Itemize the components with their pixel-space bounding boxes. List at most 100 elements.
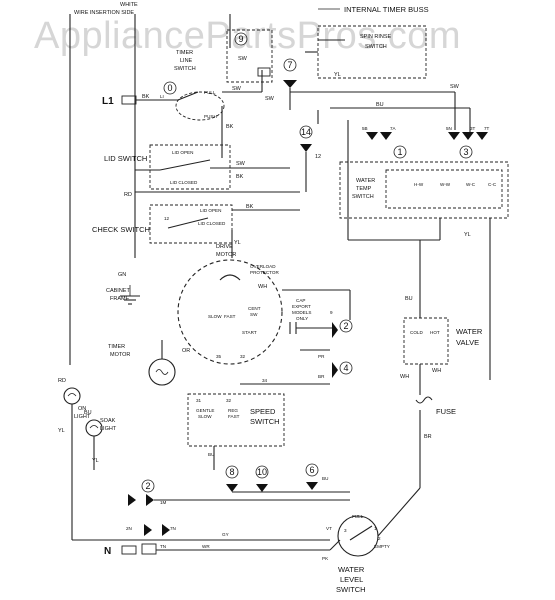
pin-9: 9 — [330, 310, 333, 315]
timer-motor-label-1: TIMER — [108, 344, 125, 350]
overload-protector — [219, 274, 241, 281]
terminal-0-circle — [163, 81, 177, 95]
water-level-label-1: WATER — [338, 565, 365, 574]
timer-line-push: PUSH — [204, 114, 217, 119]
terminal-2b-circle — [141, 479, 155, 493]
wire-bk-lid: BK — [226, 124, 234, 130]
pin-2n: 2N — [126, 526, 132, 531]
wire-rd-on: RD — [58, 378, 66, 384]
overload-label-1: OVERLOAD — [250, 264, 276, 269]
wire-pr: PR — [318, 354, 325, 359]
cabinet-frame-2: FRAME — [110, 296, 130, 302]
wire-bk-lid-r: BK — [236, 174, 244, 180]
wire-yl-on: YL — [58, 428, 65, 434]
terminal-14: 14 — [301, 127, 311, 137]
n-terminal-block — [141, 543, 157, 555]
terminal-8: 8 — [229, 467, 234, 477]
pin-7n: 7N — [170, 526, 176, 531]
wire-bu-soak: BU — [84, 410, 92, 416]
wire-wh-motor: WH — [258, 284, 267, 290]
pin-32: 32 — [240, 354, 246, 359]
terminal-2b-connector-r — [146, 494, 154, 506]
wire-wr: WR — [202, 544, 210, 549]
pin-2n-connector — [144, 524, 152, 536]
spin-rinse-label-2: SWITCH — [365, 44, 387, 50]
pin-7n-connector — [162, 524, 170, 536]
cabinet-frame-1: CABINET — [106, 288, 130, 294]
wire-insertion-side-label: WIRE INSERTION SIDE — [74, 10, 134, 16]
terminal-4-connector — [332, 362, 338, 378]
pin-5n: 5N — [446, 126, 452, 131]
terminal-2-connector — [332, 322, 338, 338]
spin-rinse-label-1: SPIN RINSE — [360, 34, 392, 40]
soak-light-label-1: SOAK — [100, 418, 116, 424]
on-light-label-2: LIGHT — [74, 414, 91, 420]
wt-pos-ww: W-W — [440, 182, 451, 187]
cap-export-1: CAP — [296, 298, 305, 303]
valve-hot: HOT — [430, 330, 440, 335]
on-light-bulb — [63, 387, 81, 405]
terminal-0: 0 — [167, 83, 172, 93]
fuse-symbol — [415, 396, 433, 404]
terminal-7: 7 — [287, 60, 292, 70]
l1-label: L1 — [102, 96, 114, 107]
soak-light-label-2: LIGHT — [100, 426, 117, 432]
winding-fast: FAST — [224, 314, 236, 319]
cent-sw-2: SW — [250, 312, 258, 317]
terminal-14-connector — [300, 144, 312, 152]
speed-slow: SLOW — [198, 414, 212, 419]
wt-pos-wc: W-C — [466, 182, 476, 187]
pin-32b: 32 — [226, 398, 232, 403]
pin-12b: 12 — [164, 216, 170, 221]
water-temp-contacts — [385, 169, 503, 209]
pin-12: 12 — [315, 154, 321, 160]
pin-3t-connector — [462, 132, 474, 140]
water-temp-switch-box — [339, 161, 509, 219]
water-valve-label-1: WATER — [456, 327, 483, 336]
terminal-4: 4 — [343, 363, 348, 373]
timer-motor-label-2: MOTOR — [110, 352, 130, 358]
check-lid-closed: LID CLOSED — [198, 221, 226, 226]
speed-switch-label-1: SPEED — [250, 407, 276, 416]
speed-fast: FAST — [228, 414, 240, 419]
water-valve-label-2: VALVE — [456, 338, 479, 347]
drive-motor-body — [177, 259, 283, 365]
terminal-9-circle — [234, 32, 248, 46]
gn-label: GN — [118, 272, 126, 278]
l1-connector — [121, 95, 137, 105]
winding-slow: SLOW — [208, 314, 222, 319]
on-light-label-1: ON — [78, 406, 86, 412]
terminal-1-circle — [393, 145, 407, 159]
wire-neutral-to-wl — [329, 539, 341, 551]
check-switch-blade — [167, 217, 209, 229]
terminal-14-circle — [299, 125, 313, 139]
speed-reg: REG — [228, 408, 238, 413]
terminal-6-circle — [305, 463, 319, 477]
wire-gy-label: GY — [222, 532, 229, 537]
terminal-9: 9 — [238, 34, 243, 44]
timer-top-cluster — [226, 29, 273, 83]
timer-line-label-2: LINE — [180, 58, 193, 64]
timer-line-pull: PULL — [204, 90, 216, 95]
timer-line-label-1: TIMER — [176, 50, 193, 56]
wire-sw-top: SW — [238, 56, 248, 62]
wire-tn: TN — [160, 544, 166, 549]
timer-line-label-3: SWITCH — [174, 66, 196, 72]
wire-bu-t6: BU — [322, 476, 328, 481]
wire-wh-valve: WH — [400, 374, 409, 380]
pin-3t: 3T — [470, 126, 476, 131]
pin-5b-connector — [366, 132, 378, 140]
white-label: WHITE — [120, 2, 138, 8]
pin-34: 34 — [262, 378, 268, 383]
terminal-2-circle — [339, 319, 353, 333]
overload-label-2: PROTECTOR — [250, 270, 279, 275]
wire-sw-7: SW — [265, 96, 275, 102]
soak-light-filament — [89, 425, 99, 429]
n-label: N — [104, 546, 111, 557]
check-switch-label: CHECK SWITCH — [92, 225, 150, 234]
terminal-8-connector — [226, 484, 238, 492]
wire-sw-lid: SW — [236, 161, 246, 167]
pin-5b: 5B — [362, 126, 368, 131]
pin-5n-connector — [448, 132, 460, 140]
terminal-3: 3 — [463, 147, 468, 157]
